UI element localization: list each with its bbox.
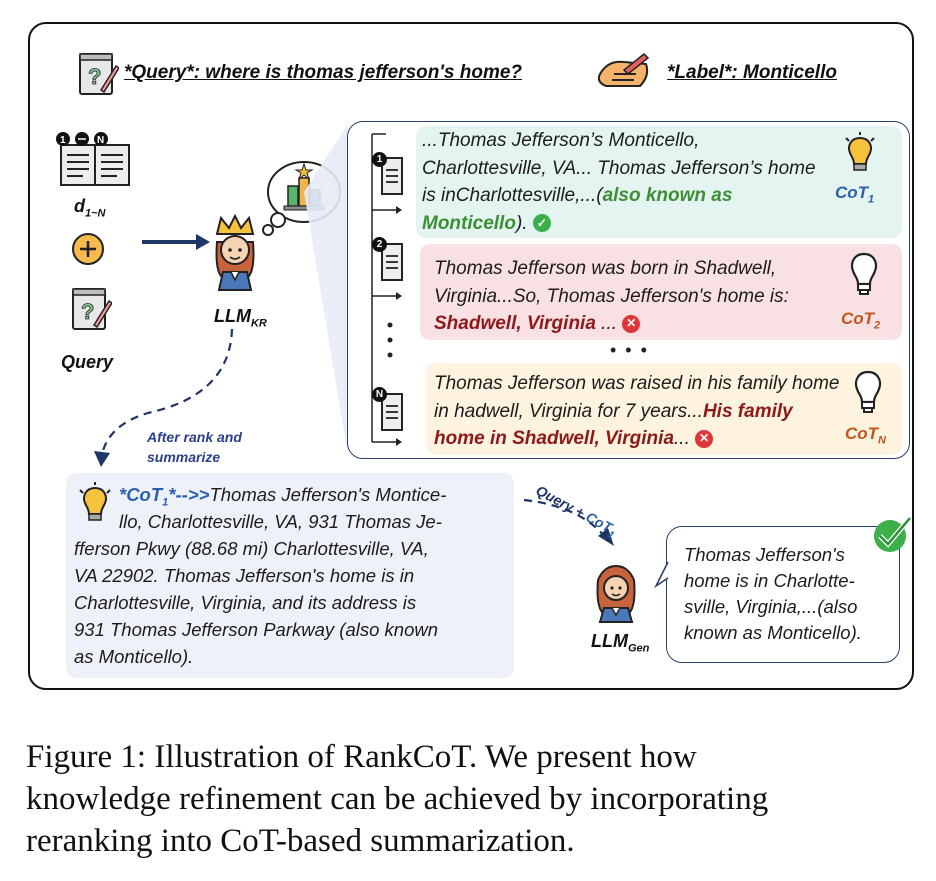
caption-line: reranking into CoT-based summarization. — [26, 823, 575, 859]
plus-icon — [71, 232, 105, 266]
input-arrow — [140, 232, 212, 252]
cot-2-highlight: Shadwell, Virginia — [434, 313, 596, 334]
cot-box-1 — [416, 126, 902, 238]
cross-icon: ✕ — [695, 429, 714, 448]
bubble-wedge — [300, 120, 352, 460]
answer-line: home is in Charlotte- — [684, 570, 855, 591]
after-rank-note: After rank and summarize — [147, 429, 242, 465]
summary-cot-tag: *CoT1*-->> — [119, 484, 210, 509]
doc-n-number: N — [372, 387, 387, 402]
figure-frame — [28, 22, 914, 690]
doc-n-icon — [370, 386, 410, 432]
summary-first-line: *CoT1*-->>Thomas Jefferson's Montice- — [119, 484, 447, 509]
summary-line: fferson Pkwy (88.68 mi) Charlottesville,… — [74, 538, 429, 559]
llm-gen-label: LLMGen — [591, 631, 650, 655]
caption-line: Figure 1: Illustration of RankCoT. We pr… — [26, 739, 697, 775]
svg-text:?: ? — [88, 64, 101, 89]
doc-1-icon — [370, 150, 410, 196]
caption-line: knowledge refinement can be achieved by … — [26, 781, 769, 817]
cot-n-highlight: His family home in Shadwell, Virginia — [434, 400, 793, 450]
summary-box — [66, 473, 514, 678]
doc-2-icon — [370, 236, 410, 282]
summary-line: llo, Charlottesville, VA, 931 Thomas Je- — [119, 511, 442, 532]
cot-2-text: Thomas Jefferson was born in Shadwell, V… — [434, 258, 789, 334]
summary-line: as Monticello). — [74, 646, 194, 667]
svg-text:1: 1 — [60, 135, 66, 146]
documents-icon: 1 N — [55, 131, 137, 191]
summary-line: VA 22902. Thomas Jefferson's home is in — [74, 565, 415, 586]
answer-line: known as Monticello). — [684, 622, 862, 643]
lightbulb-off-icon — [846, 250, 882, 298]
svg-text:N: N — [97, 135, 104, 146]
cot-1-highlight: also known as Monticello — [422, 185, 733, 234]
svg-text:?: ? — [81, 299, 94, 324]
label-title: *Label*: Monticello — [667, 62, 837, 83]
rank-summarize-arrow — [90, 325, 240, 470]
query-label: Query — [61, 352, 114, 372]
lightbulb-off-icon — [850, 368, 886, 416]
big-check-icon — [870, 514, 914, 554]
bubble-tail — [653, 560, 674, 590]
answer-bubble — [666, 526, 900, 663]
summary-lightbulb-icon — [76, 482, 114, 526]
query-cot-arrow — [520, 490, 620, 552]
cot-box-n — [426, 363, 902, 455]
summary-line: Charlottesville, Virginia, and its addre… — [74, 592, 417, 613]
cot-1-text: ...Thomas Jefferson’s Monticello, Charlo… — [422, 130, 816, 234]
summary-line: 931 Thomas Jefferson Parkway (also known — [74, 619, 439, 640]
cot-2-label: CoT2 — [841, 309, 881, 332]
lightbulb-lit-icon — [842, 132, 878, 176]
doc-1-number: 1 — [372, 152, 387, 167]
cot-1-label: CoT1 — [835, 183, 875, 206]
cot-n-label: CoTN — [845, 424, 886, 447]
doc-2-number: 2 — [372, 237, 387, 252]
answer-line: sville, Virginia,...(also — [684, 596, 858, 617]
llm-kr-label: LLMKR — [214, 306, 267, 330]
cross-icon: ✕ — [622, 314, 641, 333]
answer-line: Thomas Jefferson's — [684, 544, 845, 565]
llm-kr-avatar-icon — [207, 212, 263, 292]
documents-label: d1~N — [74, 196, 106, 220]
query-notepad-icon: ? — [75, 48, 121, 98]
query-doc-icon: ? — [68, 283, 114, 333]
cot-box-2 — [420, 244, 902, 340]
llm-gen-avatar-icon — [592, 562, 640, 624]
label-note-icon — [594, 52, 652, 94]
check-icon: ✓ — [532, 214, 551, 233]
ellipsis: • • • — [610, 340, 649, 360]
cot-n-text: Thomas Jefferson was raised in his famil… — [434, 373, 840, 450]
query-title: *Query*: where is thomas jefferson's hom… — [124, 62, 523, 83]
